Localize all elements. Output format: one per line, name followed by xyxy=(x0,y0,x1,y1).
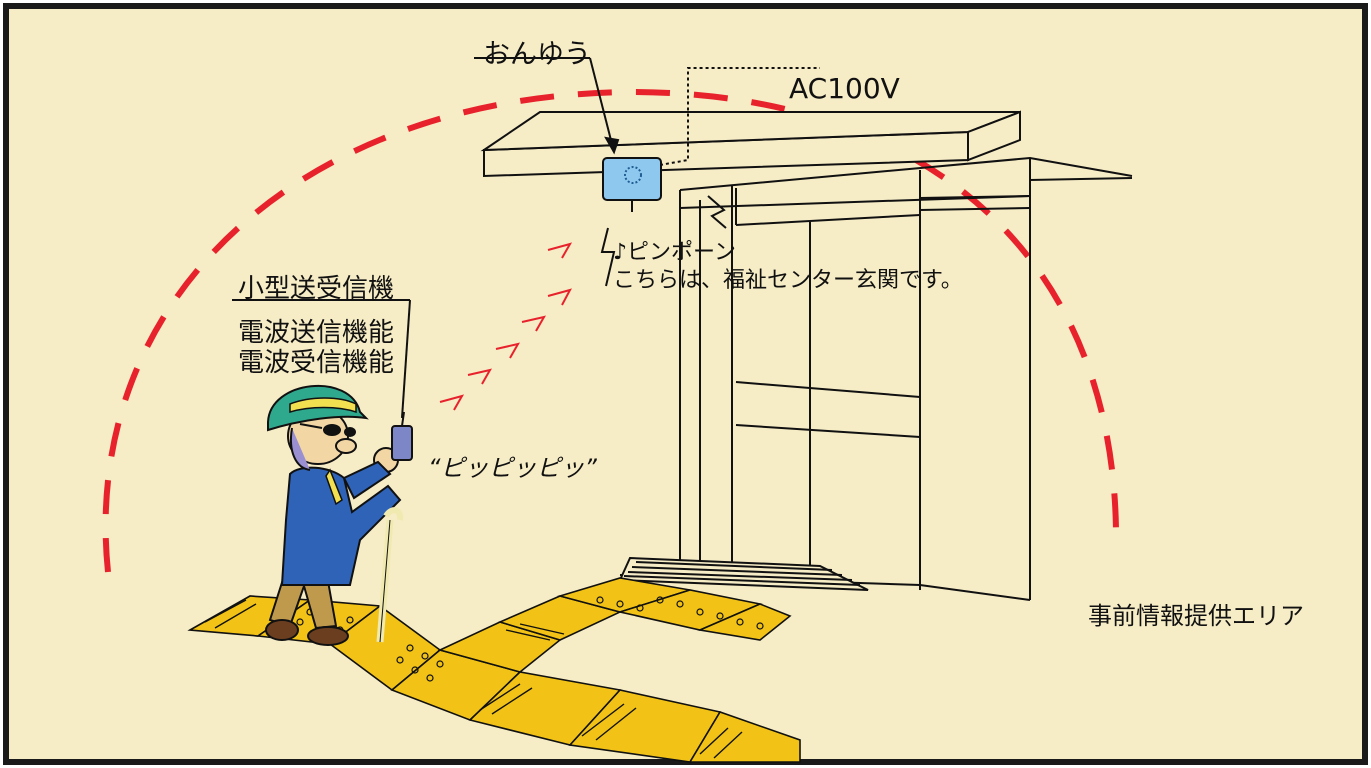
speaker-unit-box xyxy=(602,157,662,212)
device-function-1-label: 電波送信機能 xyxy=(238,318,395,348)
leader-lines xyxy=(232,57,620,419)
radio-waves xyxy=(439,242,573,411)
person-shoe-right xyxy=(307,626,349,646)
detection-range-arc xyxy=(102,88,1120,573)
entrance-mat xyxy=(618,556,869,591)
power-label: AC100V xyxy=(789,72,900,105)
device-name-label: 小型送受信機 xyxy=(238,274,395,304)
radio-signal-bolt-2 xyxy=(707,195,727,229)
beep-sound-label: “ピッピッピッ” xyxy=(428,454,597,482)
chime-label: ♪ピンポーン xyxy=(613,240,736,265)
radio-signal-bolt xyxy=(600,227,616,287)
device-function-2-label: 電波受信機能 xyxy=(238,348,395,378)
person-shoe-left xyxy=(265,619,299,641)
announcement-label: こちらは、福祉センター玄関です。 xyxy=(613,268,963,293)
handheld-transceiver xyxy=(391,425,413,461)
tactile-paving-lines xyxy=(204,599,743,759)
sunglasses xyxy=(323,424,341,436)
area-name-label: 事前情報提供エリア xyxy=(1088,602,1304,630)
visually-impaired-person xyxy=(265,384,413,646)
power-cable xyxy=(659,67,820,166)
speaker-unit-label: おんゆう xyxy=(483,39,591,70)
